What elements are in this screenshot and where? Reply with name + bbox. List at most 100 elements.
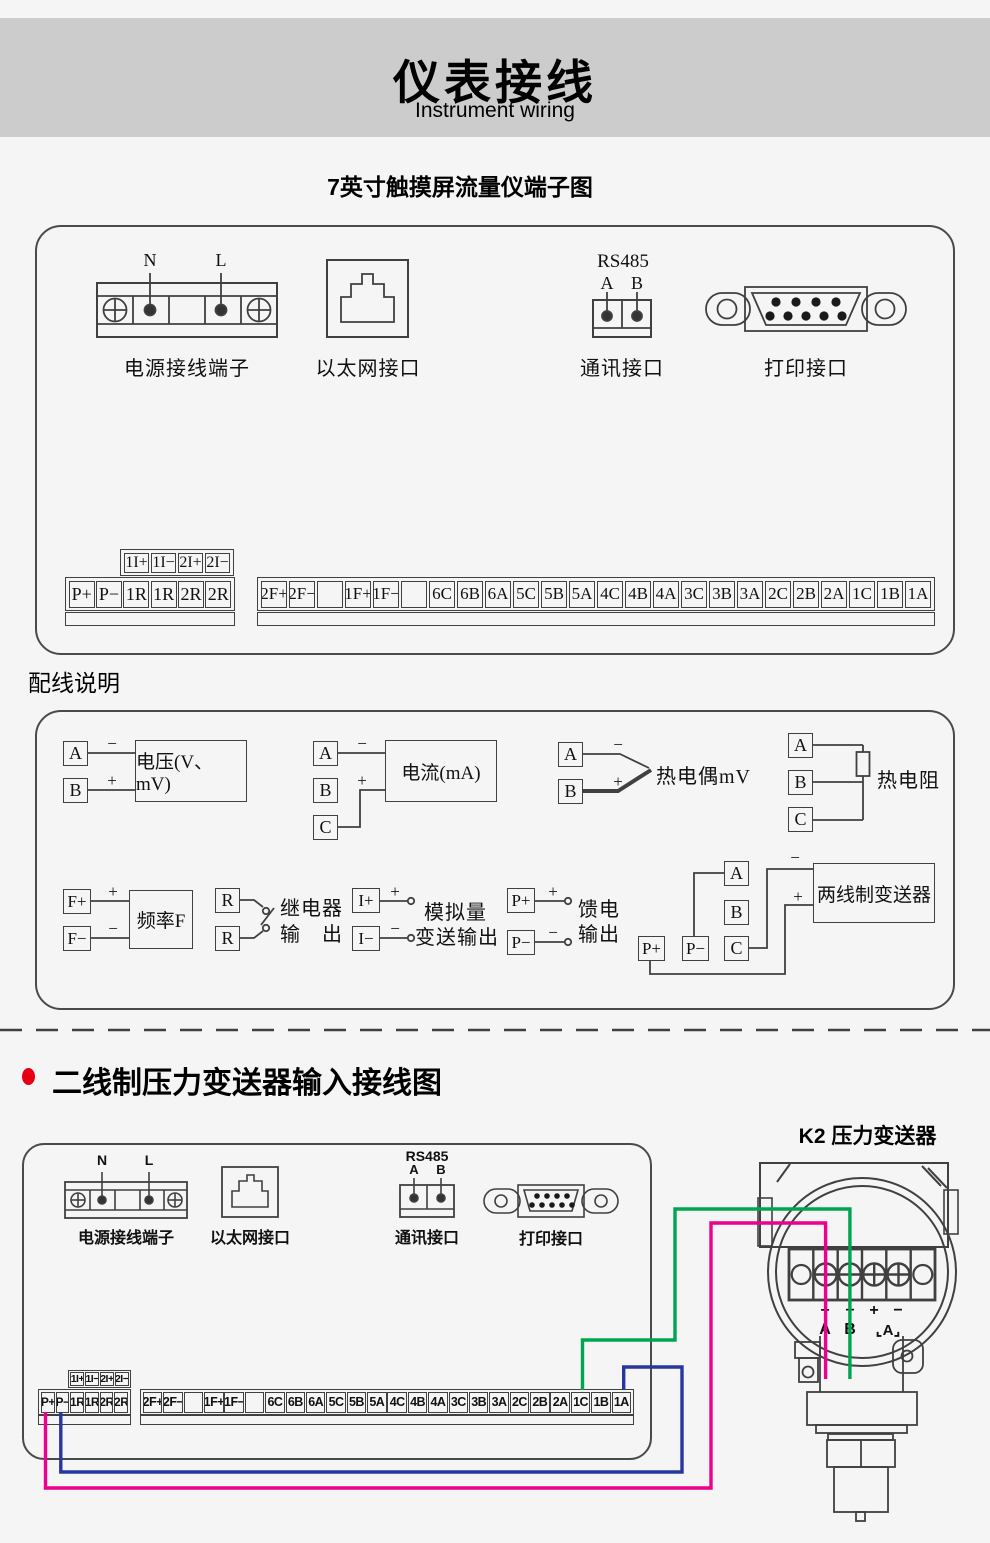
terminal-cell: 5C <box>512 580 540 608</box>
feed-label-2: 输出 <box>578 924 620 946</box>
terminal-cell: P− <box>55 1391 70 1413</box>
terminal-cell: 2B <box>792 580 820 608</box>
terminal-cell: 2R <box>178 580 204 608</box>
terminal-cell: 3C <box>448 1391 469 1413</box>
analog-label-2: 变送输出 <box>415 927 499 949</box>
terminal-cell: 1F− <box>372 580 400 608</box>
terminal-cell: 1I− <box>150 552 177 573</box>
terminal-cell: 2R <box>205 580 232 608</box>
freq-terminal-fminus: F− <box>63 926 91 951</box>
wiring-notes-frame <box>35 710 955 1010</box>
terminal-cell: 6A <box>484 580 512 608</box>
terminal-cell: 1R <box>84 1391 99 1413</box>
terminal-cell: 2C <box>509 1391 530 1413</box>
terminal-cell: 2R <box>99 1391 114 1413</box>
minus-sign: − <box>548 923 558 942</box>
terminal-cell: 2F+ <box>260 580 288 608</box>
terminal-cell: 1F+ <box>204 1391 224 1413</box>
terminal-cell: 1F+ <box>344 580 372 608</box>
terminal-cell: 4A <box>652 580 680 608</box>
xmtr-bracket-label: ⌞A⌟ <box>875 1322 901 1339</box>
terminal-cell: 2F+ <box>142 1391 163 1413</box>
xmtr-sign-2: − <box>845 1302 855 1319</box>
current-box: 电流(mA) <box>385 740 497 802</box>
analog-label-1: 模拟量 <box>424 902 487 924</box>
terminal-cell: 1I+ <box>70 1372 85 1386</box>
terminal-cell: 1I+ <box>123 552 150 573</box>
terminal-cell: 5C <box>326 1391 346 1413</box>
xmtr-sign-4: − <box>893 1302 903 1319</box>
voltage-terminal-a: A <box>63 741 88 766</box>
terminal-cell: 2I− <box>114 1372 129 1386</box>
relay-terminal-r1: R <box>215 888 240 913</box>
analog-terminal-iplus: I+ <box>352 888 380 913</box>
header-band: 仪表接线 Instrument wiring <box>0 18 990 137</box>
terminal-cell: 5A <box>367 1391 387 1413</box>
terminal-cell: 1R <box>150 580 177 608</box>
minus-sign: − <box>790 848 800 867</box>
voltage-terminal-b: B <box>63 778 88 803</box>
terminal-cell: 1I− <box>85 1372 100 1386</box>
terminal-cell: 2I+ <box>99 1372 114 1386</box>
terminal-cell: 6C <box>428 580 456 608</box>
strip-left-base <box>65 612 235 626</box>
plus-sign: + <box>108 882 118 901</box>
minus-sign: − <box>390 919 400 938</box>
power2-pin-n: N <box>96 1152 108 1168</box>
printer2-label: 打印接口 <box>518 1231 583 1248</box>
rtd-label: 热电阻 <box>877 770 940 792</box>
rtd-terminal-c: C <box>788 807 813 832</box>
strip2-io: 1I+1I−2I+2I− <box>68 1370 131 1388</box>
comm2-label: 通讯接口 <box>394 1230 459 1247</box>
terminal-cell: 2I− <box>204 552 231 573</box>
feed-terminal-pminus: P− <box>507 930 535 955</box>
minus-sign: − <box>107 734 117 753</box>
terminal-cell: 3C <box>680 580 708 608</box>
terminal-cell: 1R <box>70 1391 85 1413</box>
terminal-cell: P− <box>96 580 122 608</box>
terminal-cell: 6B <box>285 1391 306 1413</box>
relay-label-2: 输 出 <box>280 924 343 946</box>
comm-pin-b: B <box>630 273 643 293</box>
plus-sign: + <box>107 771 117 790</box>
terminal-cell: 2A <box>820 580 848 608</box>
bullet-icon <box>22 1068 35 1085</box>
ethernet2-label: 以太网接口 <box>209 1230 290 1247</box>
power-pin-n: N <box>143 250 157 270</box>
terminal-cell: 4B <box>624 580 652 608</box>
relay-label-1: 继电器 <box>280 898 343 920</box>
terminal-cell: 2C <box>764 580 792 608</box>
voltage-box: 电压(V、mV) <box>135 740 247 802</box>
page-title: 仪表接线 <box>393 56 597 109</box>
terminal-cell: 3B <box>708 580 736 608</box>
terminal-cell: 4C <box>387 1391 407 1413</box>
feed-terminal-pplus: P+ <box>507 888 535 913</box>
xmtr-pin-a: A <box>819 1321 831 1338</box>
terminal-cell: 1R <box>123 580 150 608</box>
rtd-terminal-a: A <box>788 733 813 758</box>
terminal-cell: 2B <box>530 1391 550 1413</box>
terminal-cell: 2I+ <box>177 552 204 573</box>
terminal-cell: 2A <box>550 1391 570 1413</box>
plus-sign: + <box>613 772 623 791</box>
terminal-cell: 4C <box>596 580 624 608</box>
tc-terminal-b: B <box>558 779 583 804</box>
terminal-cell: 4B <box>407 1391 428 1413</box>
tc-terminal-a: A <box>558 742 583 767</box>
diagram1-title: 7英寸触摸屏流量仪端子图 <box>327 174 593 200</box>
terminal-cell: 1C <box>848 580 876 608</box>
plus-sign: + <box>548 882 558 901</box>
minus-sign: − <box>108 919 118 938</box>
power2-label: 电源接线端子 <box>77 1230 174 1247</box>
comm2-bus-label: RS485 <box>405 1148 449 1164</box>
terminal-cell: 3A <box>736 580 764 608</box>
terminal-cell: 1A <box>611 1391 632 1413</box>
minus-sign: − <box>613 735 623 754</box>
twowire-box: 两线制变送器 <box>813 863 935 923</box>
minus-sign: − <box>357 734 367 753</box>
current-terminal-b: B <box>313 778 338 803</box>
